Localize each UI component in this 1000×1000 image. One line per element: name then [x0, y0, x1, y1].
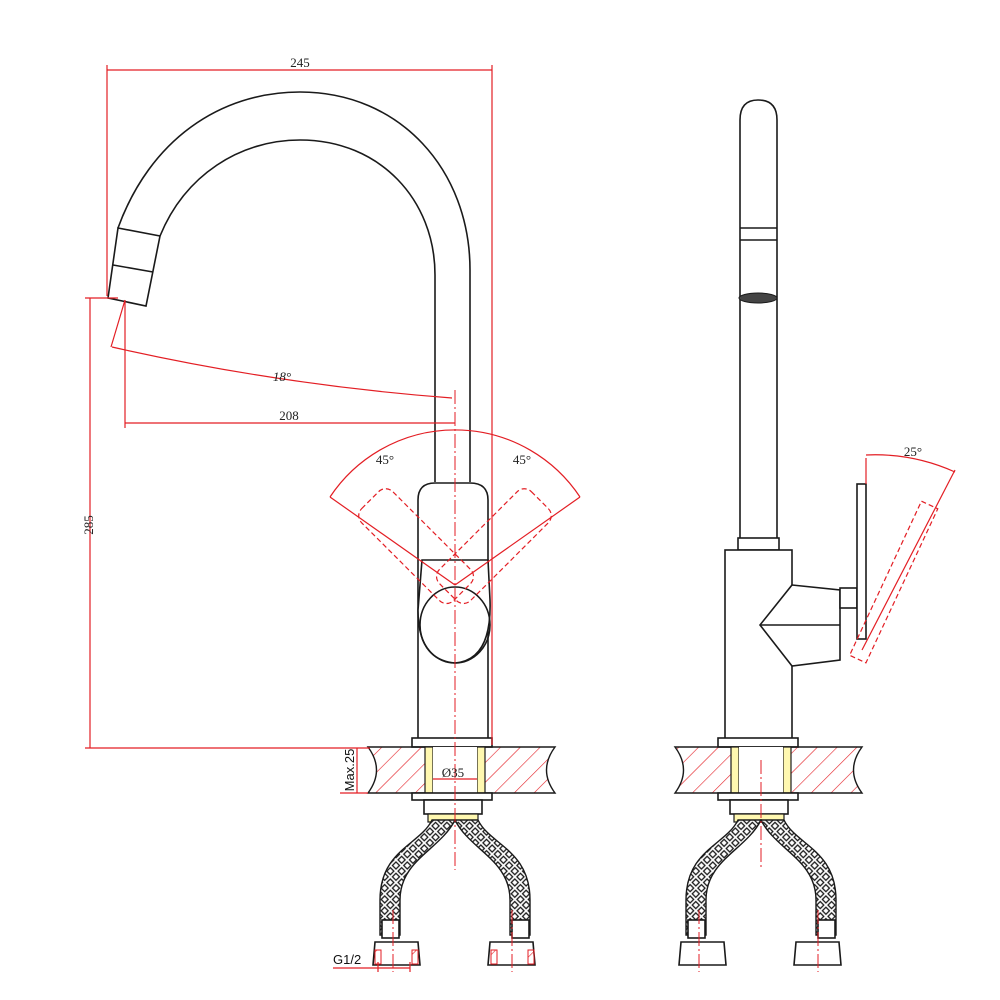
- hose-left: [379, 819, 457, 936]
- side-hose-left: [685, 819, 763, 936]
- spout-outline: [117, 91, 471, 482]
- handle-right-angle-label: 45°: [513, 452, 531, 467]
- side-handle-lever: [856, 483, 867, 640]
- width-dimension-label: 245: [290, 55, 310, 70]
- side-hose-right: [759, 819, 837, 936]
- side-spout: [739, 99, 778, 546]
- handle-left-angle-label: 45°: [376, 452, 394, 467]
- thread-label: G1/2: [333, 952, 361, 967]
- handle: [417, 559, 491, 664]
- handle-tilt-label: 25°: [904, 444, 922, 459]
- height-dimension-label: 285: [81, 515, 96, 535]
- aerator: [738, 292, 778, 304]
- counter-thickness-label: Max.25: [342, 749, 357, 792]
- fitting-left: [372, 941, 421, 966]
- nozzle: [107, 227, 161, 307]
- front-view: 245 285 18° 208 45° 45° Max.25 Ø35 G1/2: [81, 55, 581, 972]
- side-view: 25°: [673, 99, 956, 972]
- spout-angle-label: 18°: [273, 369, 291, 384]
- reach-dimension-label: 208: [279, 408, 299, 423]
- spout-inner: [159, 139, 436, 482]
- fitting-right: [487, 941, 536, 966]
- hole-diameter-label: Ø35: [442, 765, 464, 780]
- hose-right: [453, 819, 531, 936]
